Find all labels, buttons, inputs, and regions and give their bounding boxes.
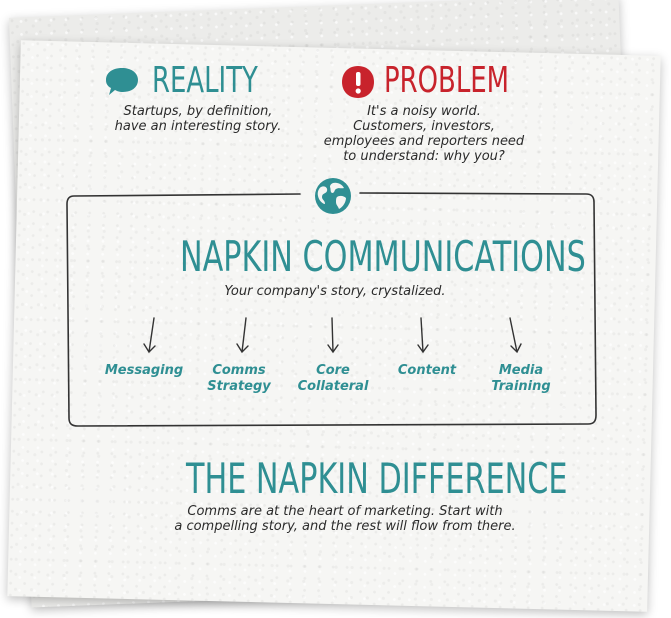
problem-text-line: to understand: why you? <box>343 149 505 164</box>
service-messaging: Messaging <box>105 363 183 379</box>
arrow-down-icon <box>236 317 249 354</box>
speech-bubble-icon <box>106 68 138 95</box>
arrow-down-icon <box>327 317 339 354</box>
reality-text-line: Startups, by definition, <box>123 104 273 119</box>
problem-text-line: Customers, investors, <box>353 119 495 134</box>
difference-title: THE NAPKIN DIFFERENCE <box>186 454 568 503</box>
arrow-down-icon <box>509 317 522 354</box>
service-label: Content <box>397 363 457 378</box>
service-label: Strategy <box>207 379 271 394</box>
difference-text-line: a compelling story, and the rest will fl… <box>174 519 516 534</box>
globe-icon <box>315 178 351 214</box>
arrow-down-icon <box>143 317 156 354</box>
service-label: Collateral <box>297 379 369 394</box>
problem-text-line: It's a noisy world. <box>367 104 481 119</box>
service-label: Comms <box>212 363 266 378</box>
difference-text: Comms are at the heart of marketing. Sta… <box>150 504 540 534</box>
services-frame <box>66 192 597 427</box>
service-content: Content <box>398 363 456 379</box>
reality-title: REALITY <box>152 60 258 101</box>
exclamation-icon <box>342 66 374 98</box>
service-label: Core <box>316 363 350 378</box>
difference-text-line: Comms are at the heart of marketing. Sta… <box>187 504 503 519</box>
service-label: Media <box>498 363 544 378</box>
service-core-collateral: Core Collateral <box>298 363 369 395</box>
service-label: Messaging <box>104 363 184 378</box>
reality-text: Startups, by definition, have an interes… <box>100 104 296 134</box>
problem-text-line: employees and reporters need <box>323 134 525 149</box>
problem-title: PROBLEM <box>384 60 510 101</box>
napkin-communications-title: NAPKIN COMMUNICATIONS <box>180 232 586 281</box>
reality-text-line: have an interesting story. <box>114 119 282 134</box>
napkin-communications-subtitle: Your company's story, crystalized. <box>224 284 446 299</box>
problem-text: It's a noisy world. Customers, investors… <box>316 104 532 164</box>
arrow-down-icon <box>417 317 429 354</box>
service-comms-strategy: Comms Strategy <box>207 363 271 395</box>
service-label: Training <box>491 379 551 394</box>
service-media-training: Media Training <box>491 363 550 395</box>
